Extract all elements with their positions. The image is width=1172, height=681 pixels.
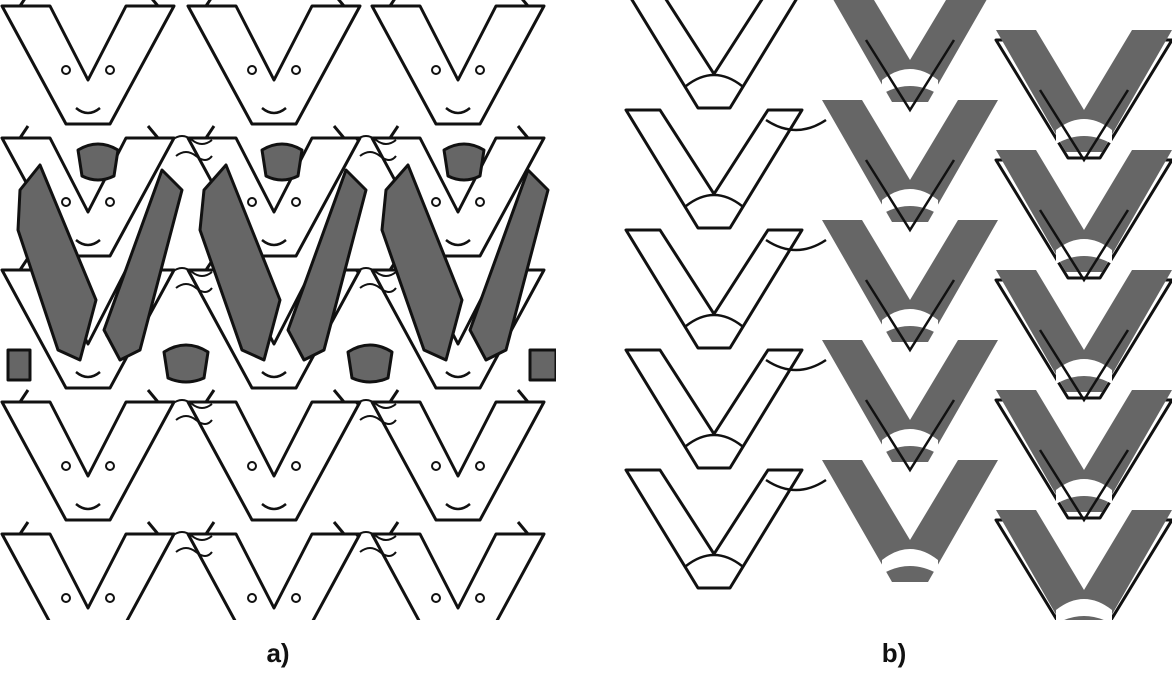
panel-a-knit-structure <box>0 0 556 620</box>
panel-b-knit-structure <box>616 0 1172 620</box>
panel-b-stitch-edges <box>864 39 1130 523</box>
panel-b-label: b) <box>881 638 907 668</box>
panel-b-outline-loops <box>624 0 1172 620</box>
panel-b-highlighted-loops <box>822 0 1172 620</box>
panel-a-label: a) <box>266 638 290 668</box>
panel-a-highlighted-stitches <box>6 142 556 384</box>
panel-a-knit-drawing <box>0 0 556 620</box>
panel-b-knit-drawing <box>624 0 1172 620</box>
